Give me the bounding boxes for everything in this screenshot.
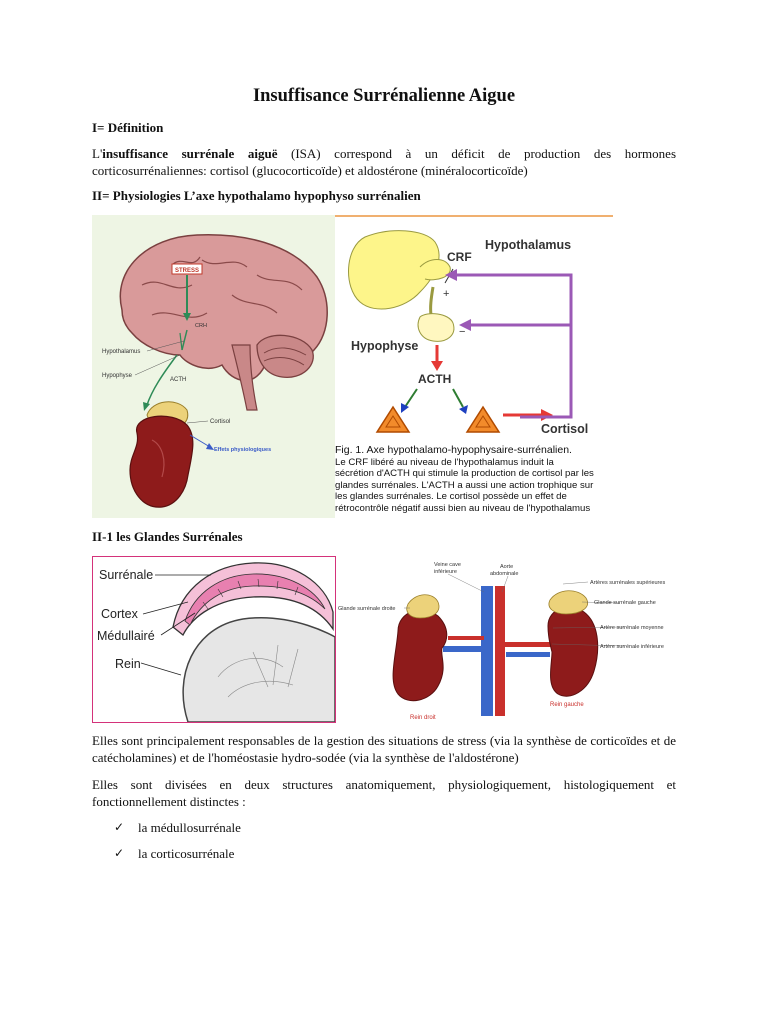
acth-label: ACTH xyxy=(170,377,186,383)
brain-hpa-figure: STRESS CRH Hypothalamus Hypophyse ACTH C… xyxy=(92,215,335,518)
kidney-shape xyxy=(129,415,194,508)
stress-label-box xyxy=(171,263,203,275)
hypophyse-label: Hypophyse xyxy=(102,373,133,379)
section-heading-glands: II-1 les Glandes Surrénales xyxy=(92,529,243,544)
label-arteres-superieures: Artères surrénales supérieures xyxy=(590,580,665,586)
left-kidney-shape xyxy=(547,606,599,697)
figure-caption: Fig. 1. Axe hypothalamo-hypophysaire-sur… xyxy=(335,444,613,514)
definition-text: (ISA) correspond à un déficit de product… xyxy=(92,146,676,178)
check-icon: ✓ xyxy=(114,846,125,860)
vena-cava-shape xyxy=(481,586,493,716)
hpa-axis-diagram: CRF Hypothalamus + − Hypophyse ACTH xyxy=(335,215,613,520)
definition-paragraph: L'insuffisance surrénale aiguë (ISA) cor… xyxy=(92,145,676,179)
effets-label: Effets physiologiques xyxy=(214,447,271,453)
axis-hypophyse-label: Hypophyse xyxy=(351,339,418,353)
section-heading-definition: I= Définition xyxy=(92,120,164,135)
adrenal-gland-figure: Surrénale Cortex Médullairé Rein xyxy=(92,556,336,723)
label-rein-gauche: Rein gauche xyxy=(550,702,584,708)
list-item: ✓ la corticosurrénale xyxy=(114,846,241,872)
definition-term: insuffisance surrénale aiguë xyxy=(102,146,278,161)
left-adrenal-shape xyxy=(548,590,588,615)
plus-sign-1: + xyxy=(443,288,449,300)
document-title: Insuffisance Surrénalienne Aigue xyxy=(252,86,516,106)
gland-kidney-shape xyxy=(182,617,335,722)
caption-line-1: Le CRF libéré au niveau de l'hypothalamu… xyxy=(335,456,554,468)
paragraph-structures: Elles sont divisées en deux structures a… xyxy=(92,777,676,809)
label-artere-moyenne: Artère surrénale moyenne xyxy=(600,625,664,631)
caption-line-5: rétrocontrôle négatif aussi bien au nive… xyxy=(335,502,591,514)
label-medullaire: Médullairé xyxy=(97,629,155,643)
stress-label: STRESS xyxy=(175,268,199,274)
section-heading-physiology: II= Physiologies L’axe hypothalamo hypop… xyxy=(92,188,421,203)
aorta-shape xyxy=(495,586,505,716)
crf-label: CRF xyxy=(447,250,472,264)
axis-hypothalamus-label: Hypothalamus xyxy=(485,238,571,252)
right-kidney-shape xyxy=(392,609,448,702)
label-glande-gauche: Glande surrénale gauche xyxy=(594,600,656,606)
label-abdominale: abdominale xyxy=(490,571,518,577)
cortisol-label: Cortisol xyxy=(210,419,230,425)
hypothalamus-shape xyxy=(348,230,440,310)
list-item: ✓ la médullosurrénale xyxy=(114,820,241,846)
check-icon: ✓ xyxy=(114,820,125,834)
axis-cortisol-label: Cortisol xyxy=(541,422,588,436)
label-aorte: Aorte xyxy=(500,564,513,570)
label-rein: Rein xyxy=(115,657,141,671)
hypothalamus-label: Hypothalamus xyxy=(102,349,140,355)
cerebellum-shape xyxy=(256,334,314,378)
pituitary-shape xyxy=(417,313,455,342)
structure-list: ✓ la médullosurrénale ✓ la corticosurrénal… xyxy=(114,820,241,872)
label-rein-droit: Rein droit xyxy=(410,715,436,721)
label-inferieure: inférieure xyxy=(434,569,457,575)
definition-prefix: L' xyxy=(92,146,103,161)
list-item-label: la médullosurrénale xyxy=(138,820,241,835)
adrenal-triangle-left xyxy=(375,405,411,433)
caption-title: Fig. 1. Axe hypothalamo-hypophysaire-sur… xyxy=(335,444,572,456)
minus-sign-1: − xyxy=(459,326,465,338)
caption-line-3: glandes surrénales. L'ACTH a aussi une a… xyxy=(335,479,594,491)
caption-line-2: sécrétion d'ACTH qui stimule la producti… xyxy=(335,468,594,479)
right-adrenal-shape xyxy=(406,594,440,619)
label-cortex: Cortex xyxy=(101,607,139,621)
kidneys-vessels-figure: Veine cave inférieure Aorte abdominale A… xyxy=(338,556,678,726)
adrenal-triangle-right xyxy=(465,405,501,433)
label-artere-inferieure: Artère surrénale inférieure xyxy=(600,644,664,650)
caption-line-4: les glandes surrénales. Le cortisol poss… xyxy=(335,491,567,502)
crh-label: CRH xyxy=(195,323,207,329)
label-surrenale: Surrénale xyxy=(99,568,153,582)
label-glande-droite: Glande surrénale droite xyxy=(338,606,395,612)
label-veine-cave: Veine cave xyxy=(434,562,461,568)
list-item-label: la corticosurrénale xyxy=(138,846,235,861)
axis-acth-label: ACTH xyxy=(418,372,451,386)
paragraph-responsibilities: Elles sont principalement responsables d… xyxy=(92,733,676,765)
